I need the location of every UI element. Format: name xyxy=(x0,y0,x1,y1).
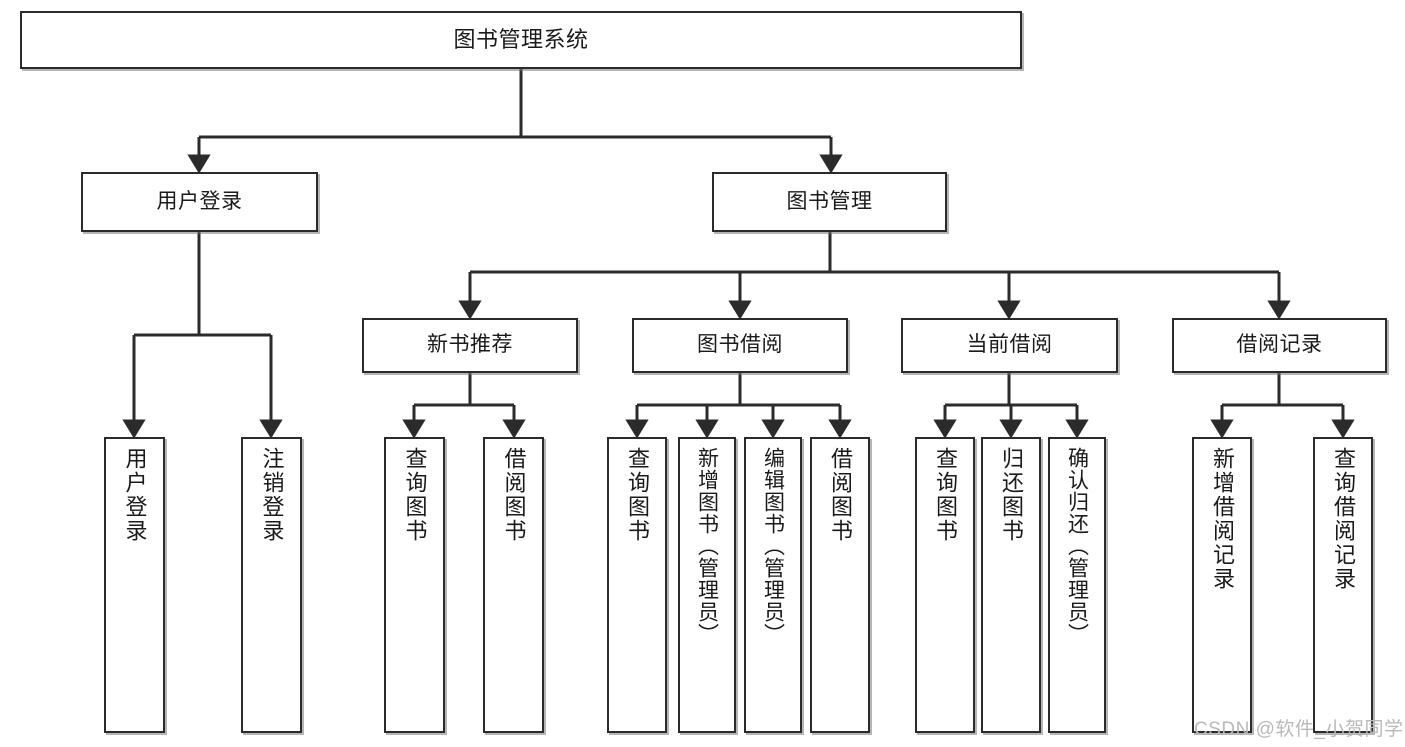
node-leaf-confirm-return[interactable]: 确认归还（管理员） xyxy=(1048,437,1106,733)
node-leaf-query-book-borrow-label: 查询图书 xyxy=(625,447,650,543)
node-leaf-query-book-borrow[interactable]: 查询图书 xyxy=(607,437,667,733)
node-new-book-recommend[interactable]: 新书推荐 xyxy=(362,318,578,373)
node-user-login-label: 用户登录 xyxy=(156,189,243,213)
node-leaf-confirm-return-label: 确认归还（管理员） xyxy=(1065,447,1089,645)
node-root[interactable]: 图书管理系统 xyxy=(20,11,1022,69)
node-book-borrow-label: 图书借阅 xyxy=(697,333,783,357)
node-leaf-query-borrow-record-label: 查询借阅记录 xyxy=(1331,447,1356,591)
node-user-login[interactable]: 用户登录 xyxy=(81,172,318,232)
node-leaf-edit-book-label: 编辑图书（管理员） xyxy=(761,447,785,645)
node-leaf-add-borrow-record-label: 新增借阅记录 xyxy=(1210,447,1235,591)
node-current-borrow-label: 当前借阅 xyxy=(966,333,1053,357)
node-leaf-add-borrow-record[interactable]: 新增借阅记录 xyxy=(1192,437,1252,733)
node-borrow-record[interactable]: 借阅记录 xyxy=(1172,318,1387,373)
node-leaf-borrow-book-new[interactable]: 借阅图书 xyxy=(483,437,544,733)
node-leaf-query-book-new-label: 查询图书 xyxy=(402,447,428,543)
csdn-watermark: CSDN @软件_小贺同学 xyxy=(1194,719,1404,740)
node-leaf-user-login[interactable]: 用户登录 xyxy=(104,437,165,733)
node-leaf-return-book[interactable]: 归还图书 xyxy=(981,437,1041,733)
node-leaf-user-login-label: 用户登录 xyxy=(122,447,148,543)
node-leaf-edit-book[interactable]: 编辑图书（管理员） xyxy=(744,437,802,733)
node-leaf-borrow-book-label: 借阅图书 xyxy=(828,447,853,543)
node-leaf-borrow-book-new-label: 借阅图书 xyxy=(501,447,527,543)
node-borrow-record-label: 借阅记录 xyxy=(1236,333,1323,357)
node-leaf-logout[interactable]: 注销登录 xyxy=(241,437,302,733)
node-book-borrow[interactable]: 图书借阅 xyxy=(632,318,848,373)
node-leaf-return-book-label: 归还图书 xyxy=(999,447,1024,543)
node-leaf-query-book-current-label: 查询图书 xyxy=(933,447,958,543)
node-leaf-add-book[interactable]: 新增图书（管理员） xyxy=(678,437,736,733)
node-leaf-borrow-book[interactable]: 借阅图书 xyxy=(810,437,870,733)
node-new-book-recommend-label: 新书推荐 xyxy=(427,333,513,357)
node-root-label: 图书管理系统 xyxy=(453,26,589,52)
node-book-manage-label: 图书管理 xyxy=(786,189,873,213)
node-current-borrow[interactable]: 当前借阅 xyxy=(901,318,1118,373)
node-leaf-add-book-label: 新增图书（管理员） xyxy=(695,447,719,645)
node-leaf-logout-label: 注销登录 xyxy=(259,447,285,543)
node-leaf-query-borrow-record[interactable]: 查询借阅记录 xyxy=(1313,437,1373,733)
node-book-manage[interactable]: 图书管理 xyxy=(712,172,947,232)
node-leaf-query-book-new[interactable]: 查询图书 xyxy=(384,437,445,733)
node-leaf-query-book-current[interactable]: 查询图书 xyxy=(915,437,975,733)
